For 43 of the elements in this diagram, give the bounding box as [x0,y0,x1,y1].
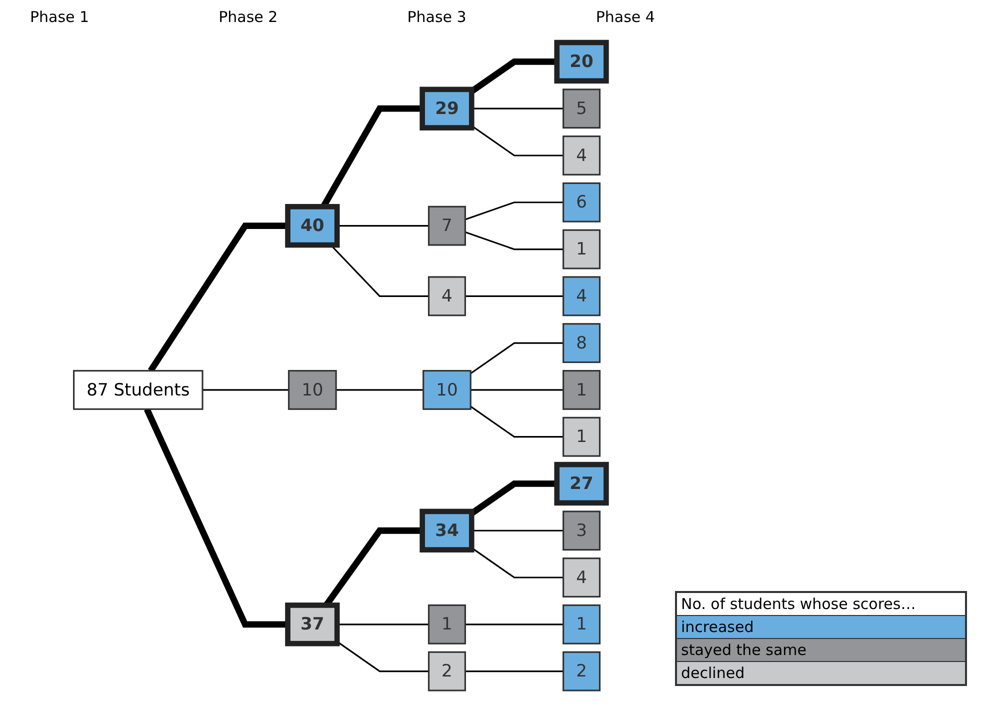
node-box: 1 [562,416,601,457]
node-box: 27 [554,462,609,506]
connector [464,231,564,250]
node-box: 10 [422,370,472,410]
node-box: 20 [554,40,609,84]
node-box: 8 [562,323,601,364]
node-box: 4 [562,136,601,176]
connector [465,670,564,672]
connector [470,389,564,391]
node-box: 1 [562,370,601,410]
node-box: 3 [562,510,601,551]
connector [202,389,289,391]
connector [470,342,564,374]
column-heading: Phase 3 [407,8,466,26]
node-box: 4 [428,276,466,316]
node-box: 37 [285,602,340,646]
node-box: 29 [420,86,474,130]
node-box: 4 [562,276,601,316]
node-box: 7 [428,206,466,246]
legend-entry: increased [677,615,965,638]
legend-entry: declined [677,661,965,684]
connector [336,389,424,391]
node-box: 2 [428,651,466,692]
node-box: 10 [288,370,337,410]
node-box: 2 [562,651,601,692]
connector [470,406,564,438]
node-box: 5 [562,88,601,129]
connector [336,640,429,672]
node-box: 6 [562,182,601,222]
legend-entry: stayed the same [677,638,965,661]
column-heading: Phase 2 [218,8,278,26]
node-box: 87 Students [73,370,204,410]
connector [465,295,564,297]
node-box: 1 [562,229,601,270]
column-heading: Phase 1 [30,8,90,26]
column-heading: Phase 4 [596,8,655,26]
connector [464,202,564,220]
node-box: 1 [428,604,466,644]
node-box: 4 [562,558,601,598]
connector [465,624,564,626]
node-box: 1 [562,604,601,644]
node-box: 40 [285,204,340,248]
node-box: 34 [420,508,474,552]
